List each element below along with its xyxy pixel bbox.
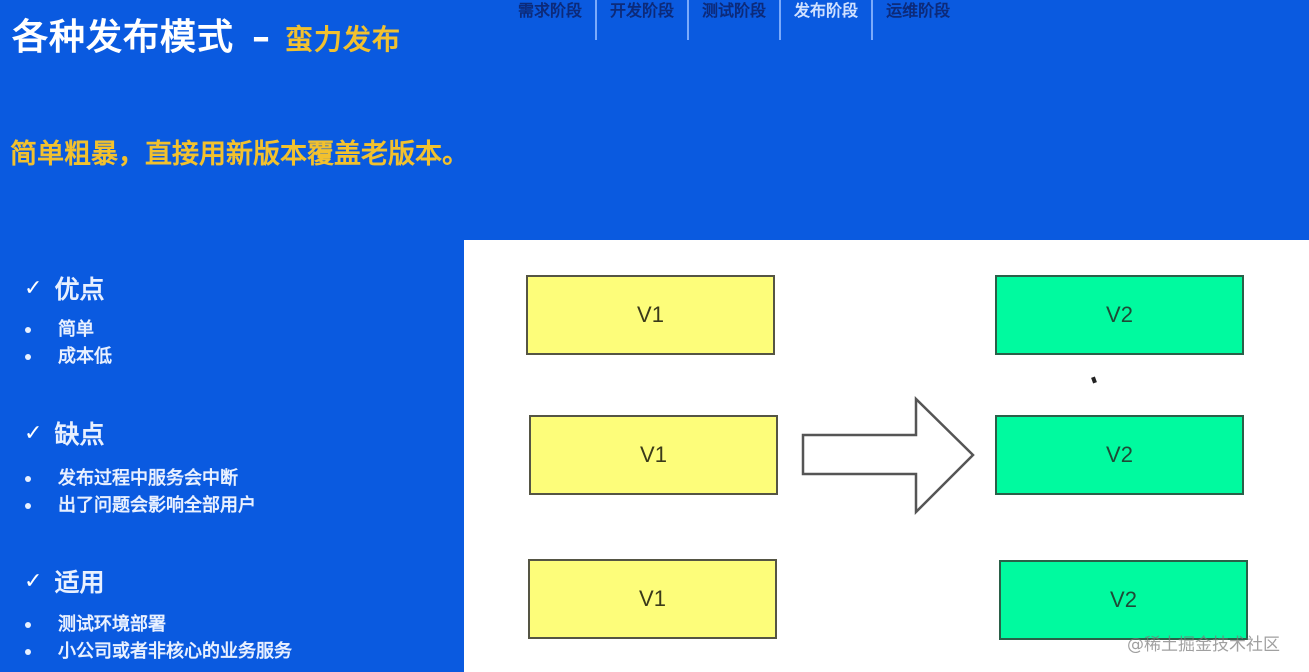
tab-divider: [779, 0, 782, 40]
section-cons: ✓ 缺点 发布过程中服务会中断 出了问题会影响全部用户: [24, 415, 256, 519]
bullet-icon: [25, 353, 31, 360]
old-version-box: V1: [526, 275, 775, 355]
watermark: @稀土掘金技术社区: [1127, 635, 1280, 655]
check-icon: ✓: [24, 275, 43, 301]
section-title: 适用: [54, 568, 105, 597]
section-pros: ✓ 优点 简单 成本低: [24, 270, 112, 370]
section-applicable: ✓ 适用 测试环境部署 小公司或者非核心的业务服务: [24, 563, 292, 665]
bullet-icon: [25, 502, 31, 509]
list-item-text: 成本低: [58, 346, 112, 367]
list-item-text: 小公司或者非核心的业务服务: [58, 641, 292, 662]
list-item-text: 测试环境部署: [58, 614, 166, 635]
new-version-box: V2: [999, 560, 1248, 640]
list-item: 测试环境部署: [24, 611, 292, 638]
list-item-text: 发布过程中服务会中断: [58, 468, 238, 489]
tab-development[interactable]: 开发阶段: [610, 1, 675, 20]
list-item-text: 出了问题会影响全部用户: [58, 495, 256, 516]
new-version-box: V2: [995, 275, 1244, 355]
list-item: 简单: [24, 316, 112, 343]
bullet-icon: [25, 475, 31, 482]
description: 简单粗暴，直接用新版本覆盖老版本。: [10, 139, 469, 170]
tab-testing[interactable]: 测试阶段: [702, 1, 767, 20]
bullet-icon: [25, 621, 31, 628]
list-item: 发布过程中服务会中断: [24, 465, 256, 492]
section-title: 缺点: [54, 420, 105, 449]
bullet-icon: [25, 326, 31, 333]
tab-release[interactable]: 发布阶段: [794, 1, 859, 20]
stage-tabs: 需求阶段 开发阶段 测试阶段 发布阶段 运维阶段: [505, 0, 963, 40]
tab-requirements[interactable]: 需求阶段: [518, 1, 583, 20]
list-item: 出了问题会影响全部用户: [24, 492, 256, 519]
tab-divider: [687, 0, 690, 40]
new-version-box: V2: [995, 415, 1244, 495]
list-item: 成本低: [24, 343, 112, 370]
bullet-icon: [25, 648, 31, 655]
tab-operations[interactable]: 运维阶段: [886, 1, 951, 20]
list-item-text: 简单: [58, 319, 94, 340]
tab-divider: [871, 0, 874, 40]
section-title: 优点: [54, 275, 105, 304]
check-icon: ✓: [24, 420, 43, 446]
list-item: 小公司或者非核心的业务服务: [24, 638, 292, 665]
slide-title: 各种发布模式–蛮力发布: [12, 8, 401, 60]
right-arrow-icon: [801, 396, 975, 516]
tab-divider: [595, 0, 598, 40]
title-subtitle: 蛮力发布: [285, 23, 402, 56]
title-main: 各种发布模式: [12, 17, 235, 58]
old-version-box: V1: [528, 559, 777, 639]
old-version-box: V1: [529, 415, 778, 495]
check-icon: ✓: [24, 568, 43, 594]
title-separator: –: [252, 17, 272, 58]
